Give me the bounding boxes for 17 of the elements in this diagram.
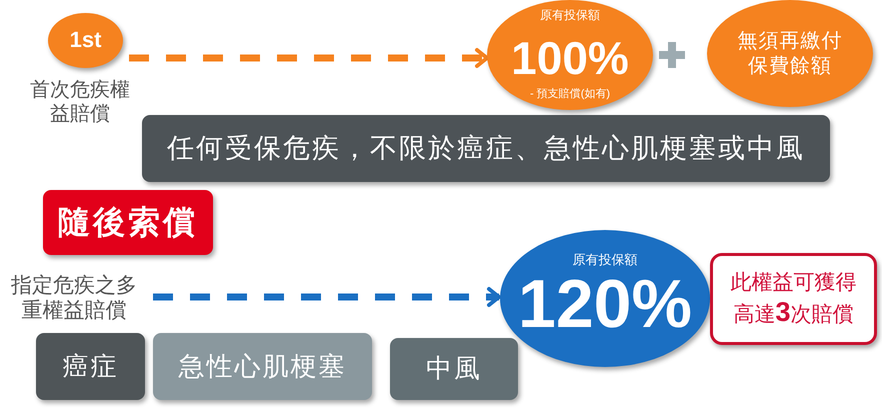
callout-box: 此權益可獲得高達3次賠償 bbox=[710, 253, 877, 345]
note-ellipse: 無須再繳付保費餘額 bbox=[707, 0, 873, 107]
amount-label: 原有投保額 bbox=[572, 252, 638, 268]
percentage-value: 100% bbox=[511, 34, 629, 82]
dashed-arrow bbox=[129, 48, 489, 68]
condition-box: 中風 bbox=[390, 338, 518, 400]
step-circle: 1st bbox=[48, 13, 123, 68]
footnote-text: - 預支賠償(如有) bbox=[530, 88, 610, 102]
description-text: 指定危疾之多重權益賠償 bbox=[3, 272, 145, 324]
percentage-value: 120% bbox=[518, 270, 692, 338]
banner-box: 任何受保危疾，不限於癌症、急性心肌梗塞或中風 bbox=[142, 115, 830, 182]
dashed-arrow bbox=[153, 287, 501, 307]
condition-box: 急性心肌梗塞 bbox=[153, 333, 372, 400]
condition-box: 癌症 bbox=[36, 333, 145, 400]
amount-label: 原有投保額 bbox=[540, 8, 600, 22]
heading-box: 隨後索償 bbox=[43, 190, 213, 255]
node-caption: 首次危疾權益賠償 bbox=[29, 78, 131, 126]
